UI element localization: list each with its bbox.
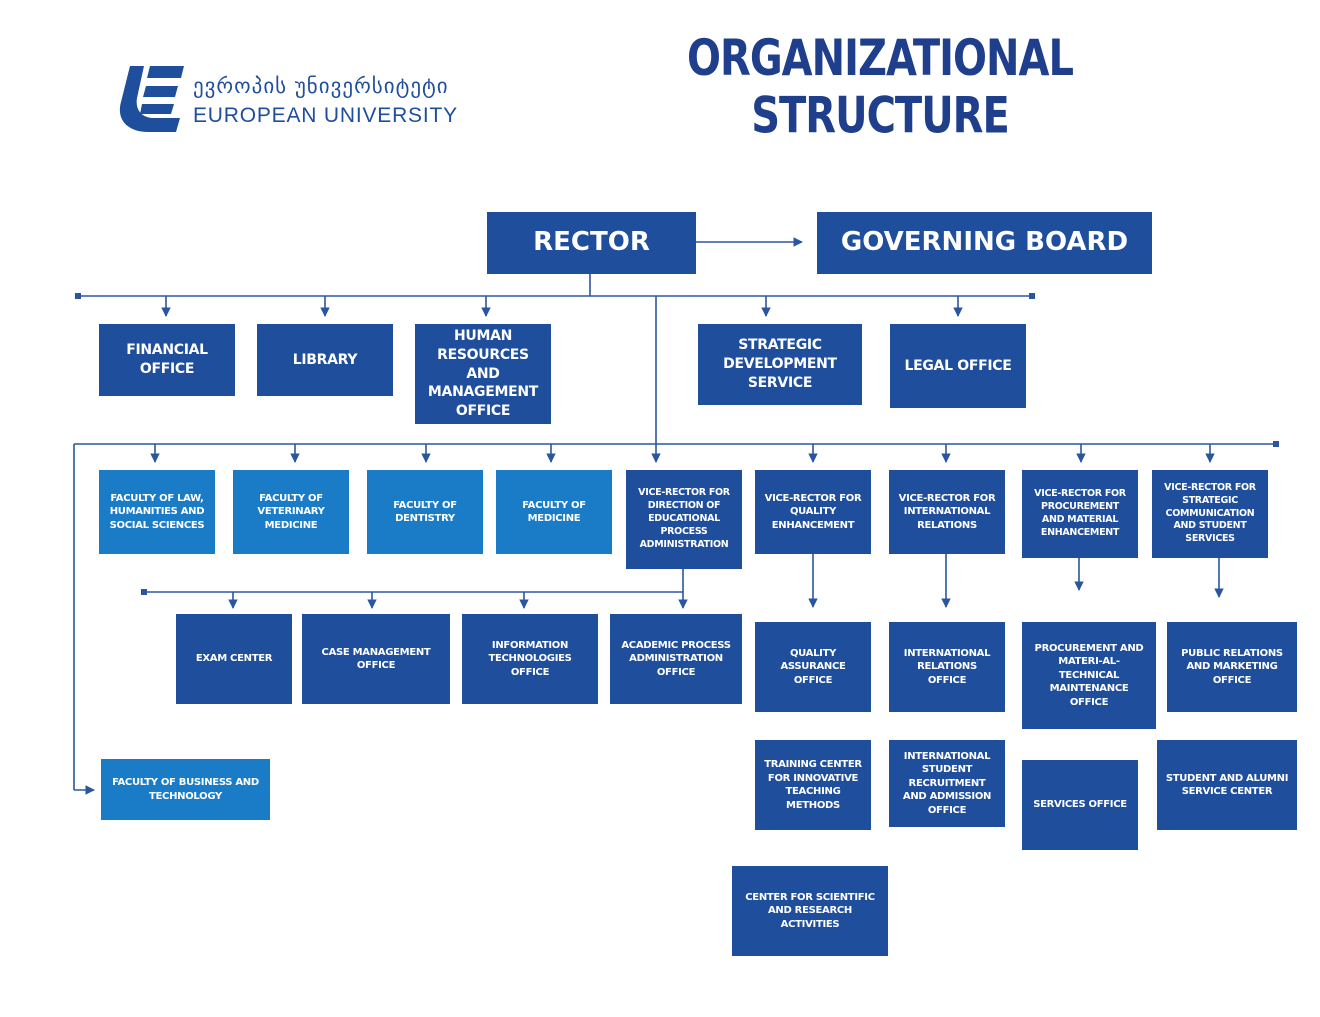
faculty-medicine-box: FACULTY OF MEDICINE (496, 470, 612, 554)
faculty-dentistry-box: FACULTY OF DENTISTRY (367, 470, 483, 554)
financial-office-box: FINANCIAL OFFICE (99, 324, 235, 396)
legal-office-box: LEGAL OFFICE (890, 324, 1026, 408)
strategic-development-box: STRATEGIC DEVELOPMENT SERVICE (698, 324, 862, 405)
logo-text-english: EUROPEAN UNIVERSITY (193, 104, 458, 127)
page-title: ORGANIZATIONAL STRUCTURE (687, 30, 1074, 145)
faculty-business-box: FACULTY OF BUSINESS AND TECHNOLOGY (101, 759, 270, 820)
quality-assurance-box: QUALITY ASSURANCE OFFICE (755, 622, 871, 712)
services-office-box: SERVICES OFFICE (1022, 760, 1138, 850)
public-relations-box: PUBLIC RELATIONS AND MARKETING OFFICE (1167, 622, 1297, 712)
academic-process-box: ACADEMIC PROCESS ADMINISTRATION OFFICE (610, 614, 742, 704)
training-center-box: TRAINING CENTER FOR INNOVATIVE TEACHING … (755, 740, 871, 830)
faculty-law-box: FACULTY OF LAW, HUMANITIES AND SOCIAL SC… (99, 470, 215, 554)
exam-center-box: EXAM CENTER (176, 614, 292, 704)
international-relations-office-box: INTERNATIONAL RELATIONS OFFICE (889, 622, 1005, 712)
procurement-maintenance-box: PROCUREMENT AND MATERI-AL-TECHNICAL MAIN… (1022, 622, 1156, 729)
logo-text-georgian: ევროპის უნივერსიტეტი (193, 74, 449, 98)
vice-rector-procurement-box: VICE-RECTOR FOR PROCUREMENT AND MATERIAL… (1022, 470, 1138, 558)
vice-rector-international-box: VICE-RECTOR FOR INTERNATIONAL RELATIONS (889, 470, 1005, 554)
faculty-veterinary-box: FACULTY OF VETERINARY MEDICINE (233, 470, 349, 554)
vice-rector-communication-box: VICE-RECTOR FOR STRATEGIC COMMUNICATION … (1152, 470, 1268, 558)
vice-rector-educational-box: VICE-RECTOR FOR DIRECTION OF EDUCATIONAL… (626, 470, 742, 569)
research-center-box: CENTER FOR SCIENTIFIC AND RESEARCH ACTIV… (732, 866, 888, 956)
hr-office-box: HUMAN RESOURCES AND MANAGEMENT OFFICE (415, 324, 551, 424)
library-box: LIBRARY (257, 324, 393, 396)
vice-rector-quality-box: VICE-RECTOR FOR QUALITY ENHANCEMENT (755, 470, 871, 554)
rector-box: RECTOR (487, 212, 696, 274)
case-management-box: CASE MANAGEMENT OFFICE (302, 614, 450, 704)
international-recruitment-box: INTERNATIONAL STUDENT RECRUITMENT AND AD… (889, 740, 1005, 827)
student-alumni-box: STUDENT AND ALUMNI SERVICE CENTER (1157, 740, 1297, 830)
governing-board-box: GOVERNING BOARD (817, 212, 1152, 274)
european-university-logo-icon (119, 66, 184, 132)
information-technologies-box: INFORMATION TECHNOLOGIES OFFICE (462, 614, 598, 704)
